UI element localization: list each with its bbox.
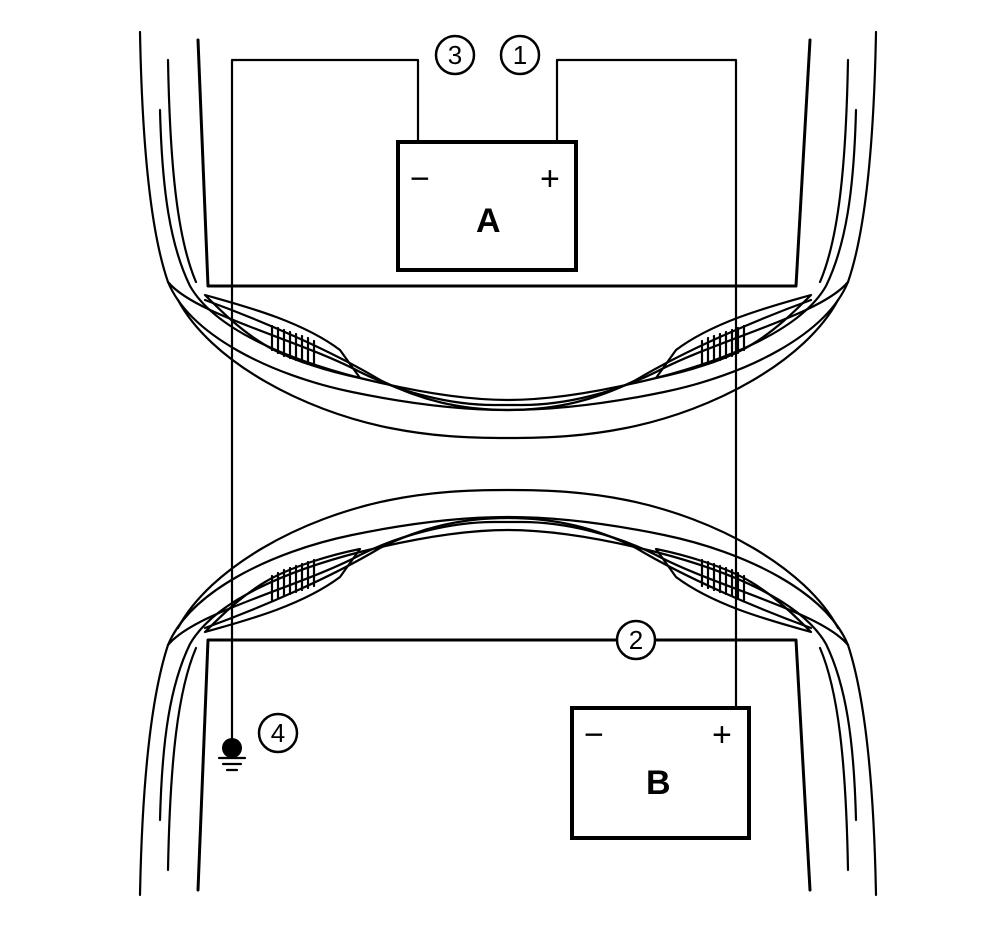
battery-b-positive-sign: + <box>712 716 732 754</box>
callout-3-number: 3 <box>448 40 462 70</box>
ground-symbol-icon <box>217 738 247 772</box>
callout-2: 2 <box>615 619 657 661</box>
battery-b-negative-sign: − <box>584 716 604 754</box>
callout-4: 4 <box>257 712 299 754</box>
battery-a: − + A <box>396 140 578 272</box>
cable-1-positive <box>555 58 738 710</box>
battery-a-positive-sign: + <box>540 160 560 198</box>
callout-1: 1 <box>499 34 541 76</box>
battery-a-label: A <box>476 202 501 240</box>
battery-a-negative-sign: − <box>410 160 430 198</box>
battery-b: − + B <box>570 706 751 840</box>
vehicle-b-outline <box>138 488 878 897</box>
vehicle-a-outline <box>138 30 878 440</box>
cable-3-negative <box>230 58 420 742</box>
callout-1-number: 1 <box>513 40 527 70</box>
battery-b-label: B <box>646 764 671 802</box>
callout-4-number: 4 <box>271 718 285 748</box>
callout-2-number: 2 <box>629 625 643 655</box>
callout-3: 3 <box>434 34 476 76</box>
